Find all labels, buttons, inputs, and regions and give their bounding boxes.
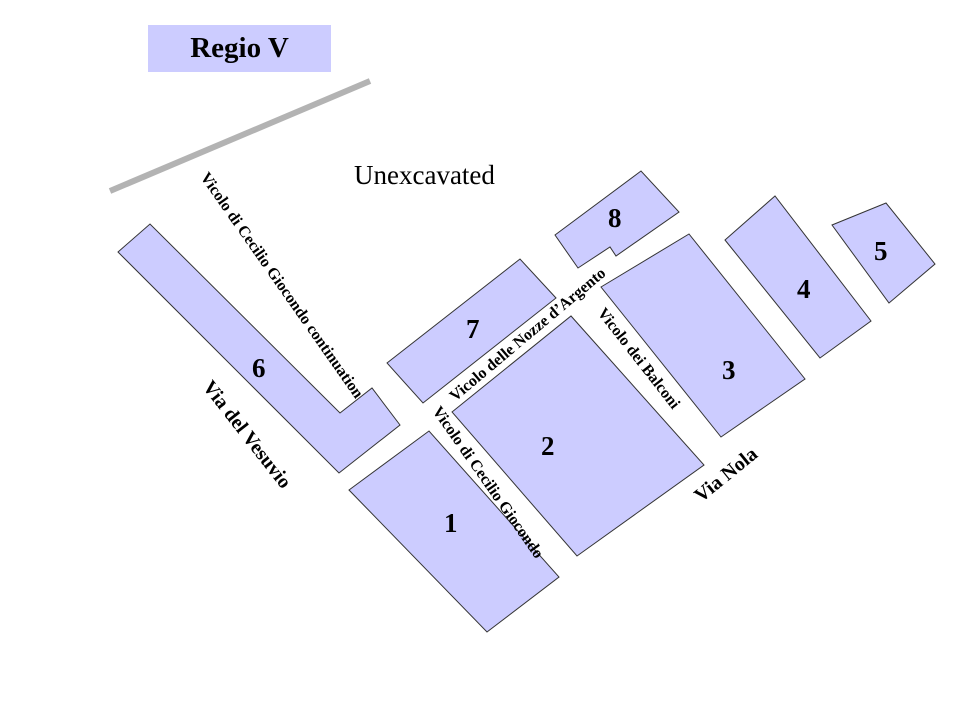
region-title: Regio V (190, 32, 289, 64)
block-2-number: 2 (541, 431, 555, 461)
block-7-number: 7 (466, 314, 480, 344)
block-3-number: 3 (722, 355, 736, 385)
block-2[interactable] (451, 315, 705, 557)
unexcavated-boundary-line (108, 78, 372, 194)
block-5[interactable] (831, 202, 936, 304)
block-1-number: 1 (444, 508, 458, 538)
block-4[interactable] (724, 195, 872, 359)
block-5-number: 5 (874, 236, 888, 266)
unexcavated-label: Unexcavated (354, 160, 495, 190)
region-title-box: Regio V (148, 25, 331, 72)
block-4-number: 4 (797, 274, 811, 304)
street-label-via-nola: Via Nola (690, 443, 762, 507)
block-6-number: 6 (252, 353, 266, 383)
block-8-number: 8 (608, 203, 622, 233)
block-1[interactable] (348, 430, 560, 633)
block-7[interactable] (386, 258, 557, 404)
block-6[interactable] (117, 223, 401, 474)
block-3[interactable] (600, 233, 806, 438)
block-8[interactable] (554, 170, 680, 269)
